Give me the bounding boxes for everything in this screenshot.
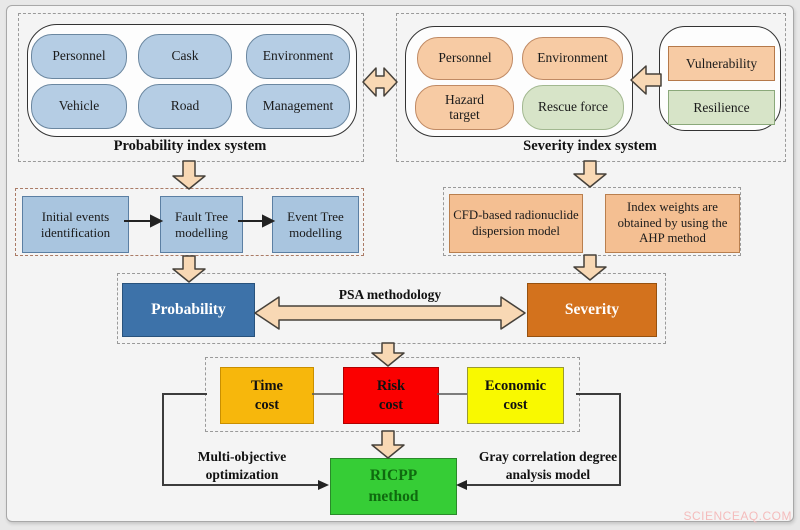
pill-environment-prob: Environment (246, 34, 350, 79)
pill-label: Rescue force (537, 99, 609, 115)
pill-road: Road (138, 84, 232, 129)
pill-label: Environment (537, 50, 608, 66)
resilience-box: Resilience (668, 90, 775, 125)
pill-environment-sev: Environment (522, 37, 623, 80)
box-label: Index weights are obtained by using the … (617, 200, 728, 246)
pill-label: Personnel (438, 50, 492, 66)
box-label: Resilience (693, 99, 750, 115)
pill-label: Cask (171, 48, 199, 64)
initial-events-box: Initial events identification (22, 196, 129, 253)
pill-label: Personnel (52, 48, 106, 64)
box-label: Event Tree modelling (287, 209, 344, 240)
pill-management: Management (246, 84, 350, 129)
probability-system-label: Probability index system (113, 138, 267, 154)
box-label: Economic cost (484, 378, 547, 413)
economic-cost-box: Economic cost (467, 367, 564, 424)
pill-vehicle: Vehicle (31, 84, 127, 129)
multi-objective-label: Multi-objective optimization (197, 449, 287, 482)
box-label: Vulnerability (685, 55, 758, 71)
pill-hazard-target: Hazard target (415, 85, 514, 130)
severity-system-label: Severity index system (523, 138, 657, 154)
vulnerability-box: Vulnerability (668, 46, 775, 81)
pill-label: Road (170, 98, 200, 114)
pill-cask: Cask (138, 34, 232, 79)
pill-rescue-force: Rescue force (522, 85, 624, 130)
box-label: CFD-based radionuclide dispersion model (453, 208, 579, 238)
pill-label: Hazard target (445, 91, 484, 122)
time-cost-box: Time cost (220, 367, 314, 424)
fault-tree-box: Fault Tree modelling (160, 196, 243, 253)
pill-label: Management (262, 98, 334, 114)
gray-correlation-label: Gray correlation degree analysis model (478, 449, 618, 482)
ricpp-method-box: RICPP method (330, 458, 457, 515)
ahp-weights-box: Index weights are obtained by using the … (605, 194, 740, 253)
pill-label: Environment (262, 48, 334, 64)
cfd-model-box: CFD-based radionuclide dispersion model (449, 194, 583, 253)
event-tree-box: Event Tree modelling (272, 196, 359, 253)
severity-result-box: Severity (527, 283, 657, 337)
watermark: SCIENCEAQ.COM (683, 509, 792, 523)
box-label: Initial events identification (40, 209, 111, 240)
probability-result-box: Probability (122, 283, 255, 337)
box-label: Fault Tree modelling (174, 209, 229, 240)
pill-personnel-prob: Personnel (31, 34, 127, 79)
pill-personnel-sev: Personnel (417, 37, 513, 80)
box-label: Risk cost (376, 378, 406, 413)
box-label: RICPP method (368, 467, 419, 505)
risk-cost-box: Risk cost (343, 367, 439, 424)
pill-label: Vehicle (58, 98, 100, 114)
box-label: Time cost (251, 378, 283, 413)
psa-methodology-label: PSA methodology (338, 287, 442, 302)
